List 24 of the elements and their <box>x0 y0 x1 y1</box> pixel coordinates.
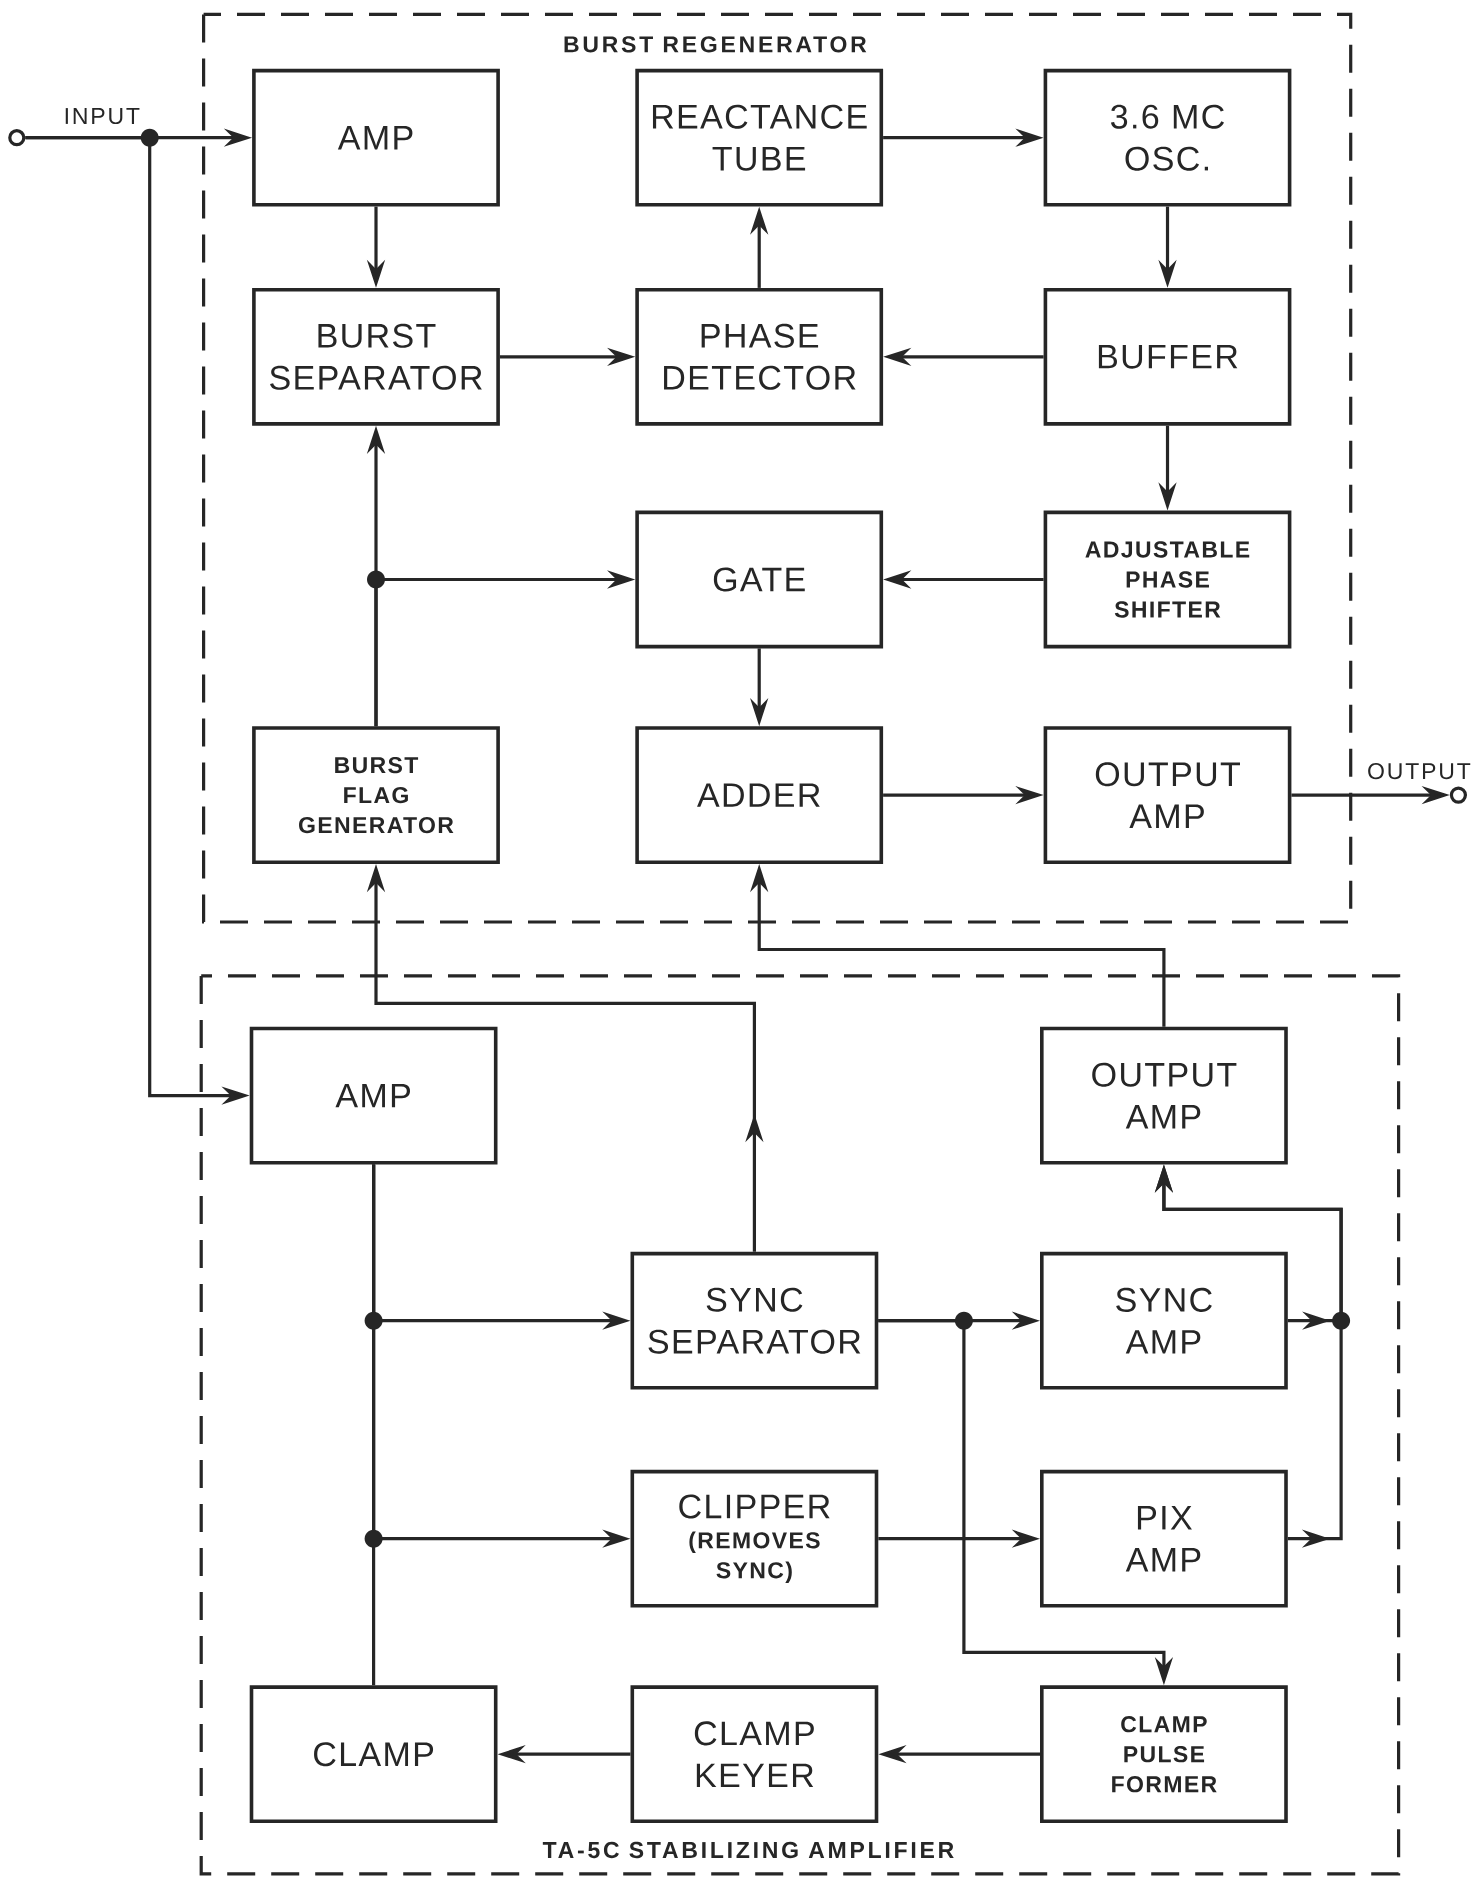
terminal-label: INPUT <box>65 108 140 125</box>
block-box: BURST FLAG GENERATOR <box>252 726 500 864</box>
block-box: ADDER <box>635 726 884 864</box>
terminal <box>1449 786 1467 804</box>
block-box: SYNC SEPARATOR <box>630 1251 879 1390</box>
terminal <box>8 129 26 147</box>
block-box: BUFFER <box>1043 287 1292 426</box>
block-box: OUTPUT AMP <box>1040 1026 1288 1165</box>
block-box: GATE <box>635 510 884 649</box>
block-box: AMP <box>249 1026 498 1165</box>
block-box: CLIPPER (REMOVES SYNC) <box>630 1469 879 1608</box>
block-box: 3.6 MC OSC. <box>1043 68 1292 207</box>
block-box: CLAMP KEYER <box>630 1685 879 1824</box>
block-box: ADJUSTABLE PHASE SHIFTER <box>1043 510 1292 649</box>
block-box: REACTANCE TUBE <box>635 68 884 207</box>
block-box: PHASE DETECTOR <box>635 287 884 426</box>
block-box: CLAMP PULSE FORMER <box>1040 1685 1288 1824</box>
terminal-label: OUTPUT <box>1368 762 1471 780</box>
block-box: SYNC AMP <box>1040 1251 1288 1390</box>
block-box: AMP <box>252 68 500 207</box>
block-box: PIX AMP <box>1040 1469 1288 1608</box>
block-box: OUTPUT AMP <box>1043 726 1292 864</box>
block-box: BURST SEPARATOR <box>252 287 500 426</box>
block-box: CLAMP <box>249 1685 498 1824</box>
